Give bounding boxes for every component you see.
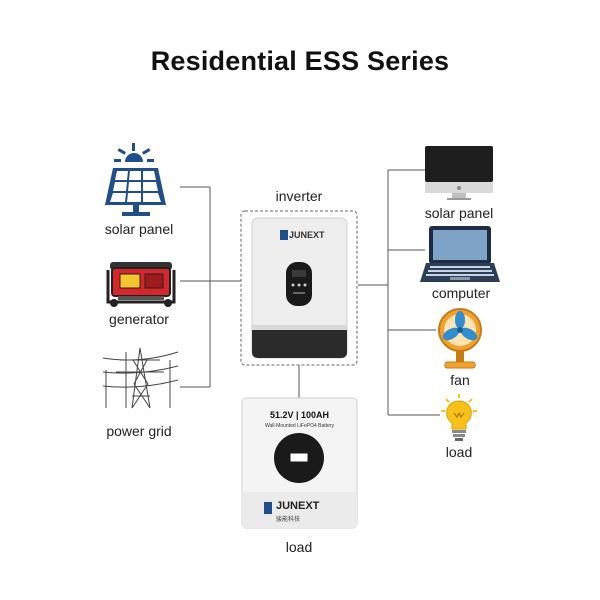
load-label-load: load	[445, 444, 473, 460]
load-label-solar-panel: solar panel	[424, 205, 494, 221]
source-label-power-grid: power grid	[106, 423, 172, 439]
battery-brand-sub: 骏能科技	[276, 517, 301, 523]
load-label-fan: fan	[450, 372, 470, 388]
battery-label: load	[285, 539, 313, 555]
inverter-label: inverter	[275, 188, 323, 204]
load-label-computer: computer	[431, 285, 491, 301]
source-label-generator: generator	[109, 311, 169, 327]
page-title: Residential ESS Series	[150, 46, 450, 76]
battery-subtitle: Wall-Mounted LiFePO4 Battery	[264, 423, 334, 429]
battery-spec: 51.2V | 100AH	[269, 410, 330, 420]
source-label-solar-panel: solar panel	[104, 221, 174, 237]
battery-brand: JUNEXT	[276, 500, 320, 512]
inverter-brand: JUNEXT	[289, 230, 325, 240]
